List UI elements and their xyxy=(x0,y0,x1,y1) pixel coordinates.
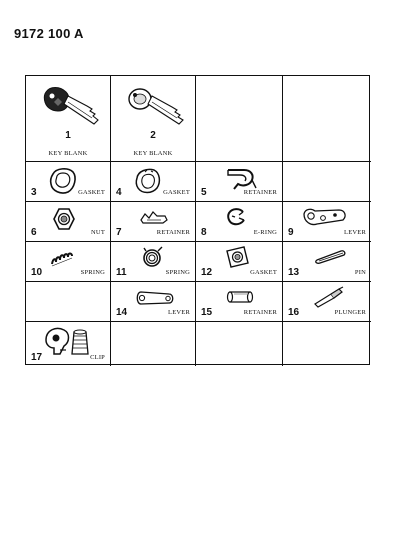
part-cell-16: 16 PLUNGER xyxy=(283,282,371,322)
part-name: LEVER xyxy=(344,229,366,236)
part-cell-14: 14 LEVER xyxy=(111,282,196,322)
diagram-code: 9172 100 A xyxy=(14,26,84,41)
part-name: PIN xyxy=(354,269,366,276)
part-name: GASKET xyxy=(163,189,190,196)
part-number: 9 xyxy=(288,227,294,238)
part-number: 10 xyxy=(31,267,43,278)
empty-cell xyxy=(283,76,371,162)
part-cell-4: 4 GASKET xyxy=(111,162,196,202)
part-number: 3 xyxy=(31,187,37,198)
part-number: 8 xyxy=(201,227,207,238)
part-cell-3: 3 GASKET xyxy=(26,162,111,202)
part-cell-15: 15 RETAINER xyxy=(196,282,283,322)
square-gasket-icon xyxy=(226,246,249,268)
part-number: 14 xyxy=(116,307,128,318)
part-number: 16 xyxy=(288,307,300,318)
part-cell-13: 13 PIN xyxy=(283,242,371,282)
part-name: SPRING xyxy=(165,269,190,276)
hex-nut-icon xyxy=(53,208,75,230)
part-name: GASKET xyxy=(78,189,105,196)
part-number: 2 xyxy=(150,130,156,141)
part-cell-8: 8 E-RING xyxy=(196,202,283,242)
part-name: KEY BLANK xyxy=(133,150,173,157)
part-name: KEY BLANK xyxy=(48,150,88,157)
coil-spring-icon xyxy=(51,252,73,267)
part-number: 6 xyxy=(31,227,37,238)
part-cell-9: 9 LEVER xyxy=(283,202,371,242)
part-number: 17 xyxy=(31,352,43,363)
part-name: CLIP xyxy=(90,354,105,361)
part-number: 11 xyxy=(116,267,127,278)
part-cell-2: 2 KEY BLANK xyxy=(111,76,196,162)
part-cell-1: 1 KEY BLANK xyxy=(26,76,111,162)
parts-grid: 1 KEY BLANK 2 KEY BLANK 3 GASKET 4 GASKE… xyxy=(25,75,371,366)
part-name: GASKET xyxy=(250,269,277,276)
e-ring-icon xyxy=(227,208,245,226)
part-name: RETAINER xyxy=(243,309,277,316)
tube-retainer-icon xyxy=(226,291,254,303)
empty-cell xyxy=(196,76,283,162)
roll-pin-icon xyxy=(315,250,346,264)
part-name: NUT xyxy=(91,229,105,236)
empty-cell xyxy=(283,162,371,202)
part-number: 7 xyxy=(116,227,122,238)
part-number: 12 xyxy=(201,267,213,278)
torsion-spring-icon xyxy=(143,246,163,267)
empty-cell xyxy=(26,282,111,322)
key-blank-icon xyxy=(128,88,184,125)
lever-bar-icon xyxy=(136,291,174,305)
part-name: RETAINER xyxy=(156,229,190,236)
key-blank-large-icon xyxy=(43,87,99,125)
part-cell-11: 11 SPRING xyxy=(111,242,196,282)
part-cell-7: 7 RETAINER xyxy=(111,202,196,242)
plunger-icon xyxy=(314,286,344,308)
part-cell-5: 5 RETAINER xyxy=(196,162,283,202)
empty-cell xyxy=(196,322,283,366)
part-name: RETAINER xyxy=(243,189,277,196)
empty-cell xyxy=(283,322,371,366)
part-cell-17: 17 CLIP xyxy=(26,322,111,366)
part-number: 13 xyxy=(288,267,300,278)
part-number: 15 xyxy=(201,307,213,318)
part-name: LEVER xyxy=(168,309,190,316)
lever-plate-icon xyxy=(303,208,346,226)
gasket-oval-icon xyxy=(49,168,76,194)
clip-icon xyxy=(45,327,89,355)
retainer-plate-icon xyxy=(140,211,168,224)
gasket-ring-icon xyxy=(135,168,161,194)
retainer-clip-icon xyxy=(227,169,257,190)
part-name: E-RING xyxy=(253,229,277,236)
part-cell-6: 6 NUT xyxy=(26,202,111,242)
empty-cell xyxy=(111,322,196,366)
part-number: 5 xyxy=(201,187,207,198)
part-cell-12: 12 GASKET xyxy=(196,242,283,282)
part-cell-10: 10 SPRING xyxy=(26,242,111,282)
part-name: PLUNGER xyxy=(334,309,366,316)
part-name: SPRING xyxy=(80,269,105,276)
part-number: 1 xyxy=(65,130,71,141)
part-number: 4 xyxy=(116,187,122,198)
